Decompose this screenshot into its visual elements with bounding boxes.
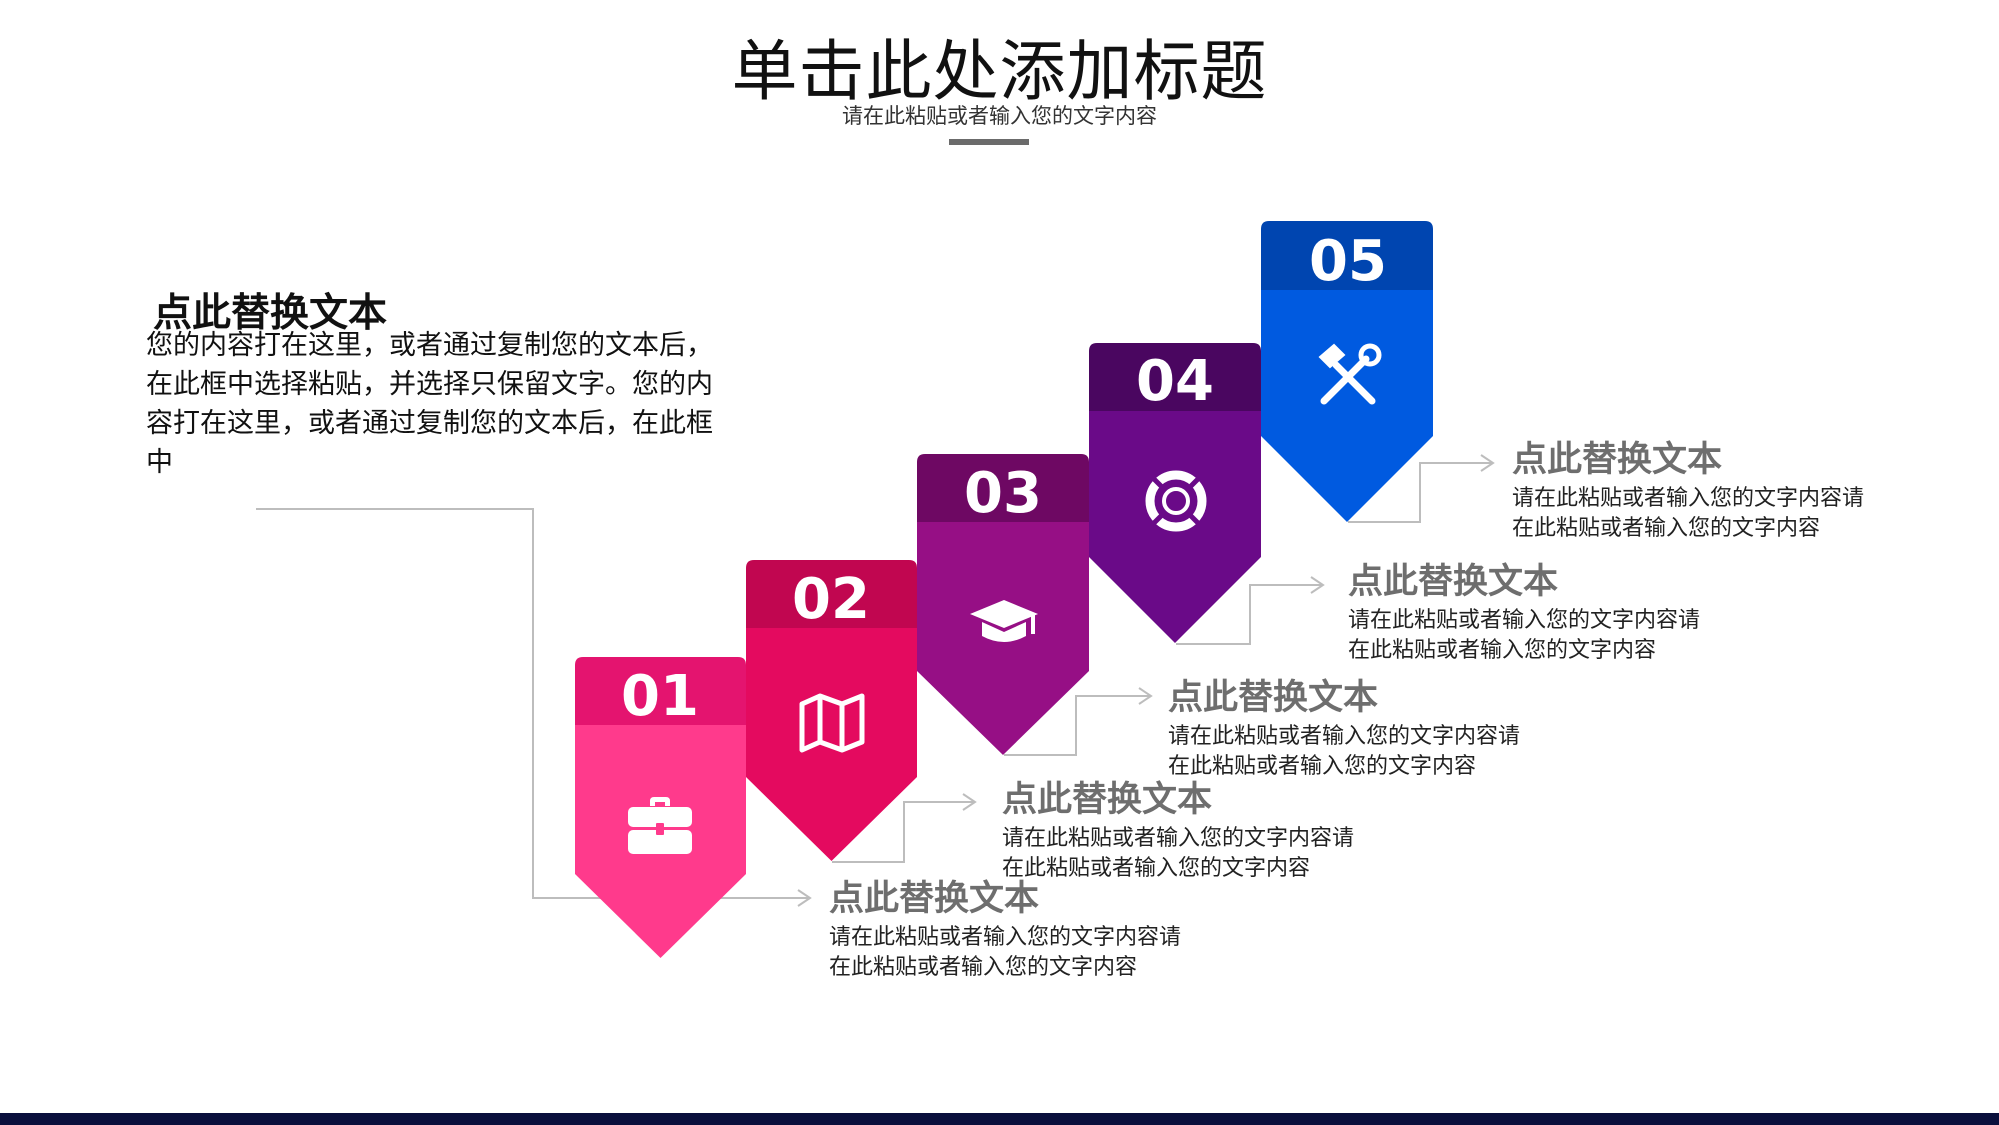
- callout-01-text: 请在此粘贴或者输入您的文字内容请 在此粘贴或者输入您的文字内容: [829, 923, 1249, 983]
- connector-arrow-02: [962, 793, 977, 811]
- connector-arrow-04: [1310, 576, 1325, 594]
- step-03: 03: [917, 454, 1089, 755]
- step-04: 04: [1089, 343, 1261, 643]
- callout-05-line2: 在此粘贴或者输入您的文字内容: [1512, 516, 1821, 541]
- map-icon: [799, 693, 865, 753]
- tools-icon: [1318, 343, 1382, 405]
- callout-03-text: 请在此粘贴或者输入您的文字内容请 在此粘贴或者输入您的文字内容: [1168, 722, 1588, 782]
- callout-02-text: 请在此粘贴或者输入您的文字内容请 在此粘贴或者输入您的文字内容: [1002, 824, 1422, 884]
- connector-02: [832, 801, 975, 863]
- step-01: 01: [575, 657, 746, 958]
- callout-05-title: 点此替换文本: [1512, 440, 1723, 480]
- intro-body: 您的内容打在这里，或者通过复制您的文本后，在此框中选择粘贴，并选择只保留文字。您…: [146, 330, 713, 478]
- briefcase-icon: [628, 797, 692, 854]
- footer-bar: [0, 1113, 1999, 1125]
- callout-05-text: 请在此粘贴或者输入您的文字内容请 在此粘贴或者输入您的文字内容: [1512, 484, 1932, 544]
- page-subtitle: 请在此粘贴或者输入您的文字内容: [842, 104, 1157, 128]
- callout-04-line1: 请在此粘贴或者输入您的文字内容请: [1348, 608, 1701, 633]
- step-02-number: 02: [792, 567, 870, 632]
- step-05: 05: [1261, 221, 1433, 522]
- callout-01: 点此替换文本 请在此粘贴或者输入您的文字内容请 在此粘贴或者输入您的文字内容: [829, 879, 1249, 983]
- step-04-header: [1089, 343, 1261, 411]
- step-05-header: [1261, 221, 1433, 290]
- lifebuoy-icon: [1144, 469, 1208, 533]
- page-title: 单击此处添加标题: [731, 33, 1268, 110]
- callout-03-line1: 请在此粘贴或者输入您的文字内容请: [1168, 724, 1521, 749]
- step-02-header: [746, 560, 917, 628]
- step-01-number: 01: [621, 664, 699, 729]
- intro-heading: 点此替换文本: [153, 290, 388, 336]
- callout-03-line2: 在此粘贴或者输入您的文字内容: [1168, 754, 1477, 779]
- connector-arrow-03: [1138, 687, 1153, 705]
- step-03-header: [917, 454, 1089, 522]
- callout-01-line1: 请在此粘贴或者输入您的文字内容请: [829, 925, 1182, 950]
- callout-04: 点此替换文本 请在此粘贴或者输入您的文字内容请 在此粘贴或者输入您的文字内容: [1348, 562, 1768, 666]
- title-underline: [949, 139, 1029, 145]
- callout-05: 点此替换文本 请在此粘贴或者输入您的文字内容请 在此粘贴或者输入您的文字内容: [1512, 440, 1932, 544]
- callout-01-title: 点此替换文本: [829, 879, 1040, 919]
- callout-04-text: 请在此粘贴或者输入您的文字内容请 在此粘贴或者输入您的文字内容: [1348, 606, 1768, 666]
- step-05-number: 05: [1309, 229, 1387, 294]
- callout-04-title: 点此替换文本: [1348, 562, 1559, 602]
- connector-arrow-01: [797, 889, 812, 907]
- step-03-number: 03: [964, 461, 1042, 526]
- connector-03: [1004, 695, 1151, 756]
- connector-arrow-05: [1480, 454, 1495, 472]
- callout-02-line2: 在此粘贴或者输入您的文字内容: [1002, 856, 1311, 881]
- graduation-cap-icon: [970, 600, 1038, 642]
- connector-05: [1348, 462, 1493, 523]
- step-01-header: [575, 657, 746, 725]
- callout-01-line2: 在此粘贴或者输入您的文字内容: [829, 955, 1138, 980]
- callout-05-line1: 请在此粘贴或者输入您的文字内容请: [1512, 486, 1865, 511]
- step-04-number: 04: [1136, 349, 1214, 414]
- callout-02-line1: 请在此粘贴或者输入您的文字内容请: [1002, 826, 1355, 851]
- callout-03: 点此替换文本 请在此粘贴或者输入您的文字内容请 在此粘贴或者输入您的文字内容: [1168, 678, 1588, 782]
- callout-04-line2: 在此粘贴或者输入您的文字内容: [1348, 638, 1657, 663]
- callout-02: 点此替换文本 请在此粘贴或者输入您的文字内容请 在此粘贴或者输入您的文字内容: [1002, 780, 1422, 884]
- callout-02-title: 点此替换文本: [1002, 780, 1213, 820]
- step-05-body: [1261, 290, 1433, 522]
- connector-04: [1176, 584, 1323, 645]
- step-02: 02: [746, 560, 917, 861]
- callout-03-title: 点此替换文本: [1168, 678, 1379, 718]
